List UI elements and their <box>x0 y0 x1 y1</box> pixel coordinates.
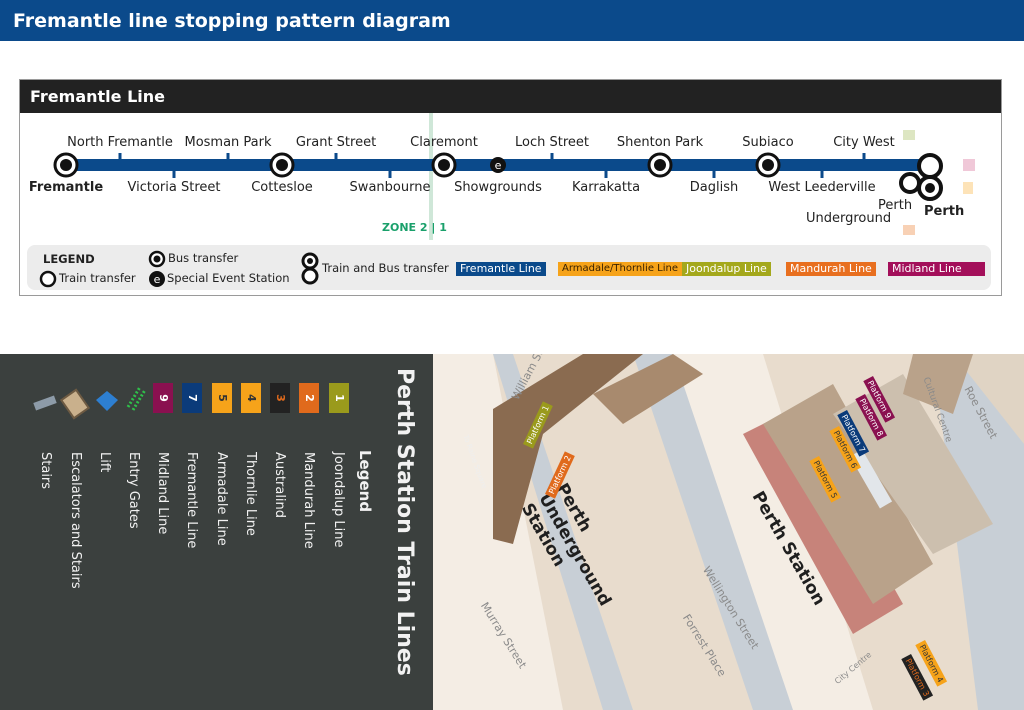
train-bus-transfer-icon <box>899 153 943 201</box>
station-claremont[interactable]: Claremont <box>410 135 478 150</box>
entry-gates-icon <box>126 386 147 411</box>
station-north-fremantle[interactable]: North Fremantle <box>67 135 173 150</box>
svg-text:e: e <box>495 159 502 172</box>
station-subiaco[interactable]: Subiaco <box>742 135 794 150</box>
line-badge-1: 1 <box>329 383 349 413</box>
station-map: William Street To Raine Square Murray St… <box>433 354 1024 710</box>
special-event-icon: e <box>149 271 165 287</box>
legend-row-midland: Midland Line <box>155 452 170 535</box>
mandurah-stub <box>903 225 915 235</box>
station-perth-underground-line1[interactable]: Perth <box>878 198 913 213</box>
legend-line-armadale: Armadale/Thornlie Line <box>558 262 682 276</box>
midland-stub <box>963 159 975 171</box>
legend-row-escalators: Escalators and Stairs <box>68 452 83 589</box>
legend-row-entry-gates: Entry Gates <box>126 452 141 529</box>
bus-transfer-icon <box>431 152 457 178</box>
armadale-stub <box>963 182 973 194</box>
special-event-icon: e <box>490 157 506 173</box>
station-daglish[interactable]: Daglish <box>689 180 739 195</box>
station-loch-street[interactable]: Loch Street <box>515 135 589 150</box>
train-bus-transfer-icon <box>301 252 319 285</box>
station-ticks <box>118 153 866 178</box>
legend-row-armadale: Armadale Line <box>214 452 229 546</box>
legend-line-midland: Midland Line <box>888 262 985 276</box>
lift-icon <box>96 391 118 411</box>
station-city-west[interactable]: City West <box>833 135 895 150</box>
train-transfer-icon <box>39 270 57 288</box>
zone-boundary <box>429 113 433 240</box>
station-legend-label: Legend <box>356 450 374 513</box>
legend-row-thornlie: Thornlie Line <box>243 452 258 536</box>
joondalup-stub <box>903 130 915 140</box>
station-perth-underground-line2[interactable]: Underground <box>806 211 892 226</box>
facility-icons <box>33 386 147 420</box>
page-header: Fremantle line stopping pattern diagram <box>0 0 1024 41</box>
station-perth[interactable]: Perth <box>924 204 965 219</box>
station-swanbourne[interactable]: Swanbourne <box>349 180 431 195</box>
station-victoria-street[interactable]: Victoria Street <box>127 180 221 195</box>
legend-special-event: Special Event Station <box>167 271 290 285</box>
line-badge-3: 3 <box>270 383 290 413</box>
legend-train-transfer: Train transfer <box>59 271 136 285</box>
legend-row-joondalup: Joondalup Line <box>331 452 346 548</box>
bus-transfer-icon <box>269 152 295 178</box>
station-shenton-park[interactable]: Shenton Park <box>616 135 704 150</box>
station-showgrounds[interactable]: Showgrounds <box>454 180 542 195</box>
line-badge-9: 9 <box>153 383 173 413</box>
station-fremantle[interactable]: Fremantle <box>28 180 104 195</box>
route-diagram: e <box>53 113 975 240</box>
station-karrakatta[interactable]: Karrakatta <box>571 180 641 195</box>
bus-transfer-icon <box>148 250 166 268</box>
station-grant-street[interactable]: Grant Street <box>295 135 377 150</box>
legend-row-stairs: Stairs <box>38 452 53 490</box>
legend-row-fremantle: Fremantle Line <box>184 452 199 549</box>
station-cottesloe[interactable]: Cottesloe <box>251 180 313 195</box>
line-badge-4: 4 <box>241 383 261 413</box>
legend-title: LEGEND <box>43 252 95 266</box>
zone-label: ZONE 2 | 1 <box>382 221 447 234</box>
legend-line-joondalup: Joondalup Line <box>682 262 771 276</box>
escalator-icon <box>59 388 91 420</box>
legend-row-australind: Australind <box>272 452 287 519</box>
panel-title: Fremantle Line <box>20 80 1001 113</box>
line-badge-7: 7 <box>182 383 202 413</box>
line-badge-2: 2 <box>299 383 319 413</box>
legend-row-mandurah: Mandurah Line <box>301 452 316 549</box>
station-legend-title: Perth Station Train Lines <box>392 368 417 676</box>
legend-line-fremantle: Fremantle Line <box>456 262 546 276</box>
bus-transfer-icon <box>755 152 781 178</box>
legend-row-lift: Lift <box>97 452 112 473</box>
station-west-leederville[interactable]: West Leederville <box>768 180 876 195</box>
bus-transfer-icon <box>53 152 79 178</box>
stairs-icon <box>33 395 57 411</box>
station-mosman-park[interactable]: Mosman Park <box>184 135 272 150</box>
legend-bus-transfer: Bus transfer <box>168 251 239 265</box>
svg-text:e: e <box>154 273 161 286</box>
line-badge-5: 5 <box>212 383 232 413</box>
bus-transfer-icon <box>647 152 673 178</box>
legend-line-mandurah: Mandurah Line <box>786 262 876 276</box>
legend-train-bus-transfer: Train and Bus transfer <box>322 261 449 275</box>
